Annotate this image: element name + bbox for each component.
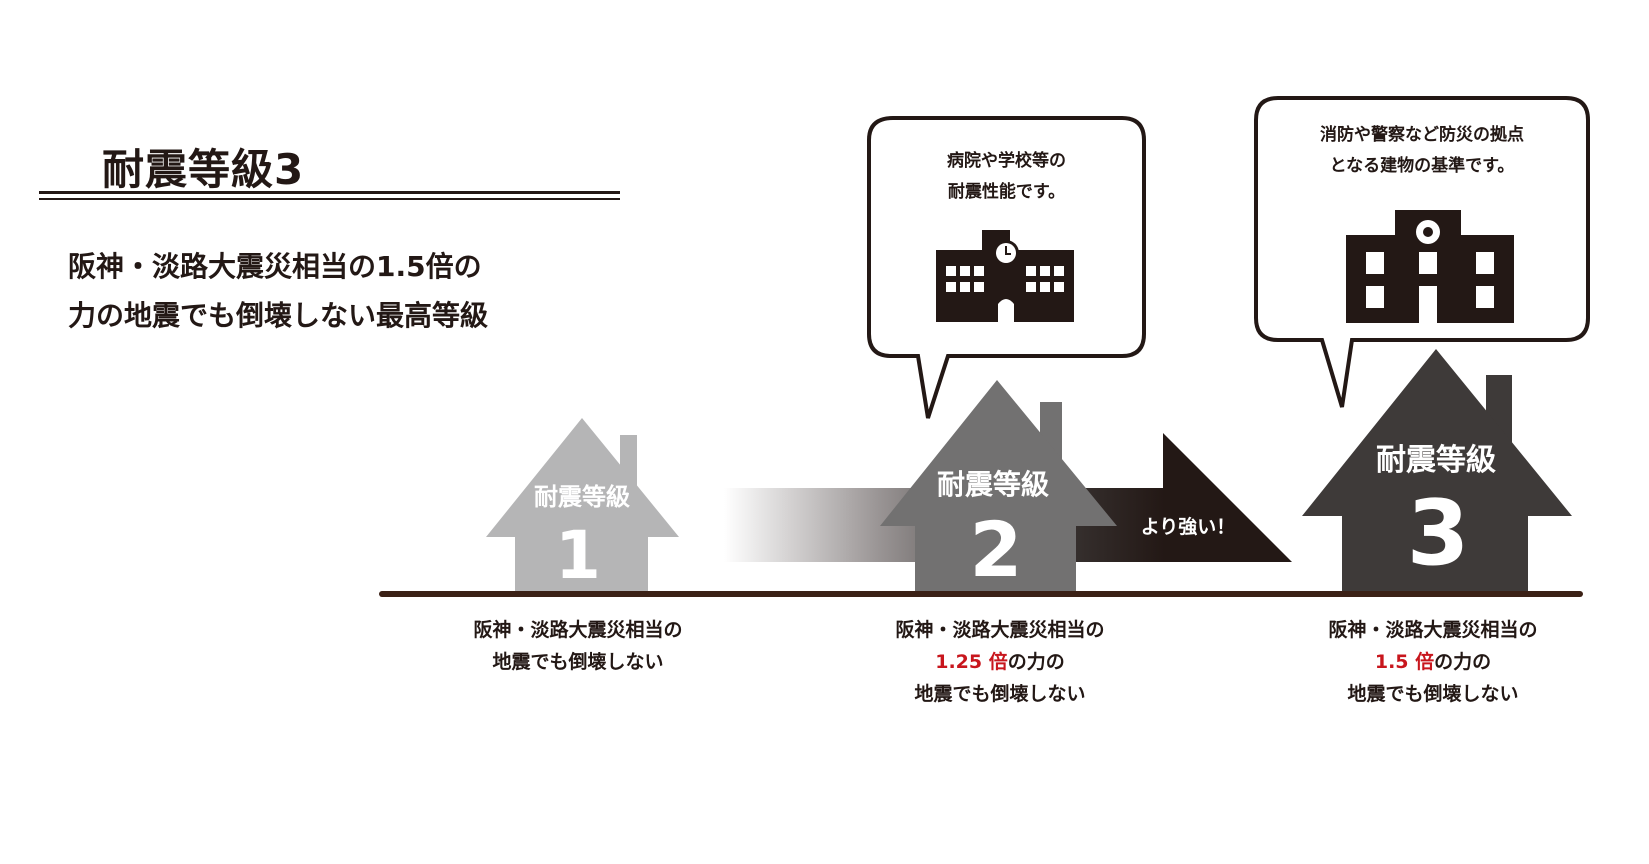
caption-line: 地震でも倒壊しない <box>914 683 1086 705</box>
caption-line: 阪神・淡路大震災相当の <box>473 619 683 641</box>
arrow-label: より強い！ <box>1141 516 1236 538</box>
caption-line: 1.25 倍の力の <box>840 646 1160 678</box>
school-icon <box>936 230 1074 322</box>
caption-line: 1.5 倍の力の <box>1273 646 1593 678</box>
bubble-1-line-1: 病院や学校等の <box>947 151 1066 171</box>
caption-grade-1: 阪神・淡路大震災相当の 地震でも倒壊しない <box>418 614 738 678</box>
multiplier-highlight: 1.25 倍 <box>935 651 1008 673</box>
caption-grade-2: 阪神・淡路大震災相当の 1.25 倍の力の 地震でも倒壊しない <box>840 614 1160 710</box>
house-3-label: 耐震等級 <box>1376 443 1496 478</box>
bubble-2-line-1: 消防や警察など防災の拠点 <box>1320 125 1524 145</box>
caption-line: 地震でも倒壊しない <box>492 651 664 673</box>
subtitle-line-2: 力の地震でも倒壊しない最高等級 <box>68 299 489 332</box>
caption-grade-3: 阪神・淡路大震災相当の 1.5 倍の力の 地震でも倒壊しない <box>1273 614 1593 710</box>
multiplier-highlight: 1.5 倍 <box>1374 651 1435 673</box>
caption-line: 阪神・淡路大震災相当の <box>1328 619 1538 641</box>
page-title: 耐震等級3 <box>102 145 305 194</box>
bubble-2-line-2: となる建物の基準です。 <box>1329 156 1515 176</box>
bubble-1-line-2: 耐震性能です。 <box>947 182 1066 202</box>
title-divider-thin <box>39 198 620 200</box>
title-divider <box>39 191 620 194</box>
house-1-label: 耐震等級 <box>534 483 630 511</box>
caption-line: 阪神・淡路大震災相当の <box>895 619 1105 641</box>
house-2-grade: 2 <box>970 505 1023 594</box>
bubble-2-text: 消防や警察など防災の拠点 となる建物の基準です。 <box>1256 120 1588 182</box>
house-grade-2 <box>880 380 1117 592</box>
caption-line: 地震でも倒壊しない <box>1347 683 1519 705</box>
house-grade-3 <box>1302 349 1572 592</box>
caption-text: の力の <box>1434 651 1492 673</box>
bubble-1-text: 病院や学校等の 耐震性能です。 <box>869 146 1144 208</box>
house-3-grade: 3 <box>1407 481 1470 586</box>
house-1-grade: 1 <box>555 517 601 594</box>
police-station-icon <box>1346 210 1514 323</box>
house-2-label: 耐震等級 <box>937 468 1049 501</box>
house-grade-1 <box>486 418 679 592</box>
caption-text: の力の <box>1007 651 1065 673</box>
subtitle-line-1: 阪神・淡路大震災相当の1.5倍の <box>68 250 482 283</box>
